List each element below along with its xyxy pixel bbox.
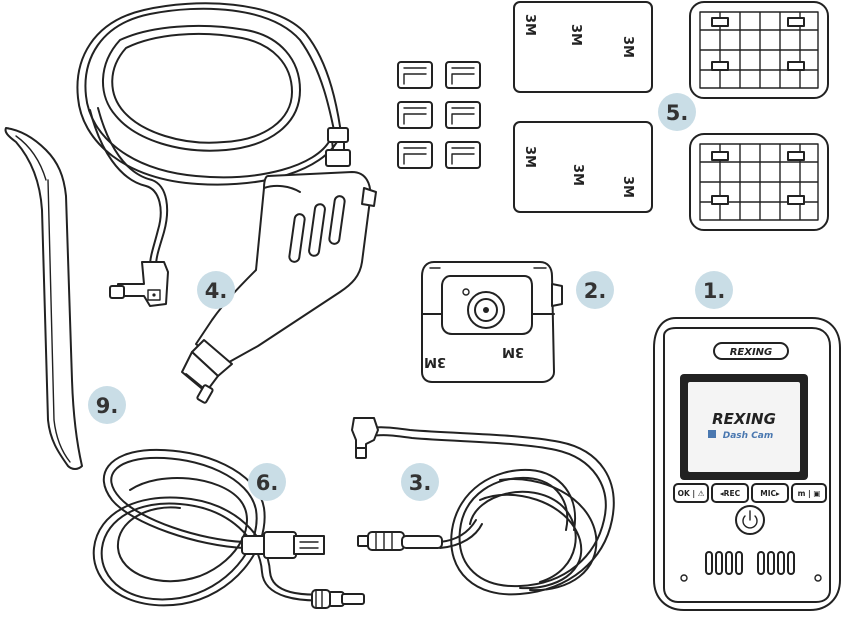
- usb-cable-long: [92, 448, 365, 609]
- badge-6: 6.: [248, 463, 286, 501]
- car-charger-cable: [76, 2, 377, 404]
- usb-cable-short: [351, 417, 615, 596]
- badge-1: 1.: [695, 271, 733, 309]
- screen-brand: REXING: [712, 410, 776, 428]
- badge-3: 3.: [401, 463, 439, 501]
- adhesive-label: 3M: [620, 176, 635, 198]
- mic-button-label: MIC▸: [760, 489, 780, 498]
- badge-2-number: 2.: [584, 279, 607, 303]
- badge-1-number: 1.: [703, 279, 726, 303]
- camera-buttons: OK | ⚠ ◂REC MIC▸ m | ▣: [673, 483, 827, 503]
- camera-mount: 3M 3M: [421, 261, 563, 383]
- adhesive-label: 3M: [424, 354, 446, 369]
- power-icon: [742, 510, 758, 529]
- adhesive-label: 3M: [502, 344, 524, 359]
- speaker-grille: [705, 551, 795, 575]
- badge-2: 2.: [576, 271, 614, 309]
- badge-6-number: 6.: [256, 471, 279, 495]
- ok-button-label: OK | ⚠: [678, 489, 705, 499]
- mount-plate-bottom: [689, 133, 829, 231]
- badge-9: 9.: [88, 386, 126, 424]
- pry-tool: [4, 127, 83, 470]
- cable-clips: [397, 61, 481, 169]
- adhesive-pad-bottom: 3M 3M 3M: [513, 121, 653, 213]
- adhesive-label: 3M: [570, 164, 585, 186]
- adhesive-label: 3M: [568, 24, 583, 46]
- screen-subtitle: Dash Cam: [723, 431, 774, 441]
- mount-plate-top: [689, 1, 829, 99]
- dash-camera: REXING REXING Dash Cam OK | ⚠ ◂REC MIC▸ …: [653, 317, 841, 611]
- adhesive-label: 3M: [522, 146, 537, 168]
- badge-4: 4.: [197, 271, 235, 309]
- camera-top-brand: REXING: [730, 347, 773, 358]
- badge-5: 5.: [658, 93, 696, 131]
- badge-3-number: 3.: [409, 471, 432, 495]
- menu-button-label: m | ▣: [798, 489, 821, 499]
- adhesive-pad-top: 3M 3M 3M: [513, 1, 653, 93]
- badge-5-number: 5.: [666, 101, 689, 125]
- badge-4-number: 4.: [205, 279, 228, 303]
- badge-9-number: 9.: [96, 394, 119, 418]
- adhesive-label: 3M: [522, 14, 537, 36]
- rec-button-label: ◂REC: [720, 489, 741, 498]
- adhesive-label: 3M: [620, 36, 635, 58]
